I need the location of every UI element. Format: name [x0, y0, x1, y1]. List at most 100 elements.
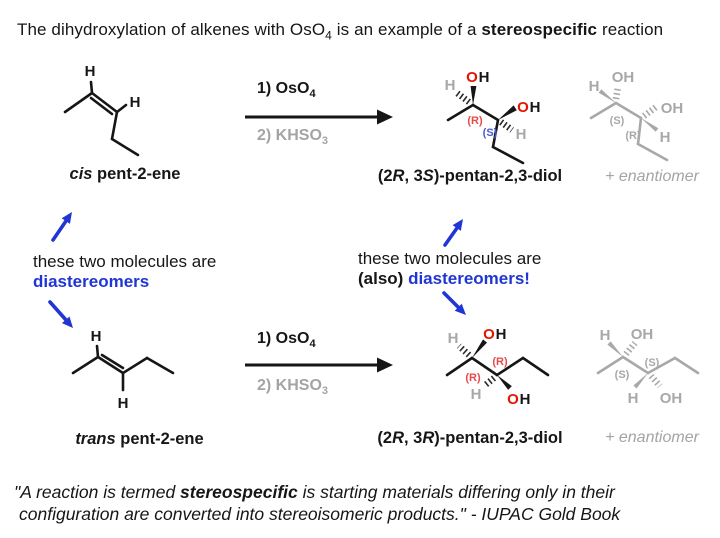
title-subscript-4: 4: [325, 28, 332, 43]
atom-label-o: O: [483, 326, 495, 343]
stereo-label-r: (R): [625, 130, 641, 142]
stereo-label-r: (R): [492, 356, 508, 368]
annotation-middle: these two molecules are (also) diastereo…: [358, 249, 541, 288]
label-r-italic: R: [392, 429, 404, 447]
annotation-middle-line2: (also) diastereomers!: [358, 269, 541, 289]
cis-name-rest: pent-2-ene: [92, 165, 181, 183]
stereo-label-s: (S): [483, 127, 498, 139]
title-text-2: is an example of a: [331, 20, 482, 39]
stereo-label-r: (R): [465, 372, 481, 384]
blue-arrow-down-left: [48, 300, 73, 328]
label-r-italic: R: [392, 167, 405, 185]
atom-label-h: H: [445, 77, 456, 94]
atom-label-h: H: [516, 126, 527, 143]
atom-label-h: H: [628, 390, 639, 407]
trans-name-rest: pent-2-ene: [115, 430, 204, 448]
conditions-step2-bottom: 2) KHSO3: [257, 377, 328, 397]
skeleton-bonds: [71, 344, 175, 392]
stereo-label-s: (S): [615, 369, 630, 381]
molecule-cis-pent-2-ene: H H: [63, 63, 141, 157]
conditions-step1-bottom: 1) OsO4: [257, 330, 316, 350]
product-bottom-label: (2R, 3R)-pentan-2,3-diol: [366, 429, 574, 448]
atom-label-h: H: [660, 129, 671, 146]
molecule-2r3s-pentan-2-3-diol: O H H O H H (R) (S): [445, 69, 541, 165]
atom-label-h: H: [600, 327, 611, 344]
stereo-label-s: (S): [645, 357, 660, 369]
reaction-arrow-bottom: [245, 357, 393, 373]
atom-label-oh: OH: [612, 69, 635, 86]
title-text-3: reaction: [597, 20, 664, 39]
label-part: )-pentan-2,3-diol: [434, 429, 563, 447]
cis-pent-2-ene-label: cis pent-2-ene: [50, 165, 200, 184]
label-s-italic: S: [422, 167, 434, 185]
oso4-text: 1) OsO: [257, 80, 310, 97]
oso4-text: 1) OsO: [257, 330, 310, 347]
stereo-label-r: (R): [467, 115, 483, 127]
molecule-2r3r-pentan-2-3-diol: H O H H O H (R) (R): [445, 326, 550, 408]
quote-bold-stereospecific: stereospecific: [180, 482, 298, 502]
khso3-text: 2) KHSO: [257, 127, 322, 144]
iupac-quote: "A reaction is termed stereospecific is …: [14, 481, 716, 525]
quote-part-2: is starting materials differing only in …: [297, 482, 615, 502]
enantiomer-label-top: + enantiomer: [605, 168, 699, 185]
khso3-subscript: 3: [321, 385, 329, 398]
stereo-label-s: (S): [610, 115, 625, 127]
atom-label-oh: OH: [660, 390, 683, 407]
conditions-step1-top: 1) OsO4: [257, 80, 316, 100]
annotation-left-line2: diastereomers: [33, 271, 150, 291]
atom-label-h: H: [91, 328, 102, 345]
atom-label-h: H: [589, 78, 600, 95]
blue-arrow-up-middle: [443, 219, 463, 247]
khso3-subscript: 3: [321, 135, 329, 148]
conditions-step2-top: 2) KHSO3: [257, 127, 328, 147]
cis-word: cis: [69, 165, 93, 183]
label-part: )-pentan-2,3-diol: [433, 167, 563, 185]
atom-label-h: H: [530, 99, 541, 116]
quote-part-3: configuration are converted into stereoi…: [19, 504, 621, 524]
molecule-enantiomer-bottom: H OH H OH (S) (S): [596, 326, 700, 407]
skeleton-bonds: [446, 86, 525, 165]
title-bold-stereospecific: stereospecific: [481, 20, 598, 39]
skeleton-bonds: [445, 339, 550, 390]
atom-label-h: H: [448, 330, 459, 347]
atom-label-oh: OH: [661, 100, 684, 117]
blue-arrow-up-left: [51, 212, 72, 242]
trans-word: trans: [75, 430, 116, 448]
atom-label-h: H: [520, 391, 531, 408]
label-part: , 3: [403, 429, 423, 447]
atom-label-o: O: [466, 69, 478, 86]
diastereomers-blue: diastereomers!: [403, 268, 530, 288]
molecule-trans-pent-2-ene: H H: [71, 328, 175, 412]
atom-label-h: H: [85, 63, 96, 80]
oso4-subscript: 4: [309, 88, 316, 101]
atom-label-h: H: [479, 69, 490, 86]
label-part: (2: [377, 429, 393, 447]
khso3-text: 2) KHSO: [257, 377, 322, 394]
also-bold: (also): [358, 268, 404, 288]
molecule-enantiomer-top: OH H OH H (S) (R): [589, 69, 684, 162]
atom-label-h: H: [496, 326, 507, 343]
product-top-label: (2R, 3S)-pentan-2,3-diol: [366, 167, 574, 186]
quote-part-1: "A reaction is termed: [14, 482, 181, 502]
atom-label-oh: OH: [631, 326, 654, 343]
reaction-arrow-top: [245, 109, 393, 125]
atom-label-h: H: [130, 94, 141, 111]
title-text-1: The dihydroxylation of alkenes with OsO: [17, 20, 326, 39]
atom-label-o: O: [517, 99, 529, 116]
enantiomer-label-bottom: + enantiomer: [605, 429, 699, 446]
page-title: The dihydroxylation of alkenes with OsO4…: [17, 20, 663, 42]
label-part: (2: [377, 167, 393, 185]
atom-label-o: O: [507, 391, 519, 408]
annotation-left-line1: these two molecules are: [33, 252, 217, 271]
blue-arrow-down-middle: [442, 291, 466, 315]
skeleton-bonds: [589, 86, 669, 162]
skeleton-bonds: [63, 80, 140, 157]
label-r2-italic: R: [422, 429, 435, 447]
oso4-subscript: 4: [309, 338, 316, 351]
skeleton-bonds: [596, 340, 700, 389]
label-part: , 3: [404, 167, 423, 185]
atom-label-h: H: [118, 395, 129, 412]
annotation-left: these two molecules are diastereomers: [33, 252, 216, 291]
trans-pent-2-ene-label: trans pent-2-ene: [52, 430, 227, 449]
